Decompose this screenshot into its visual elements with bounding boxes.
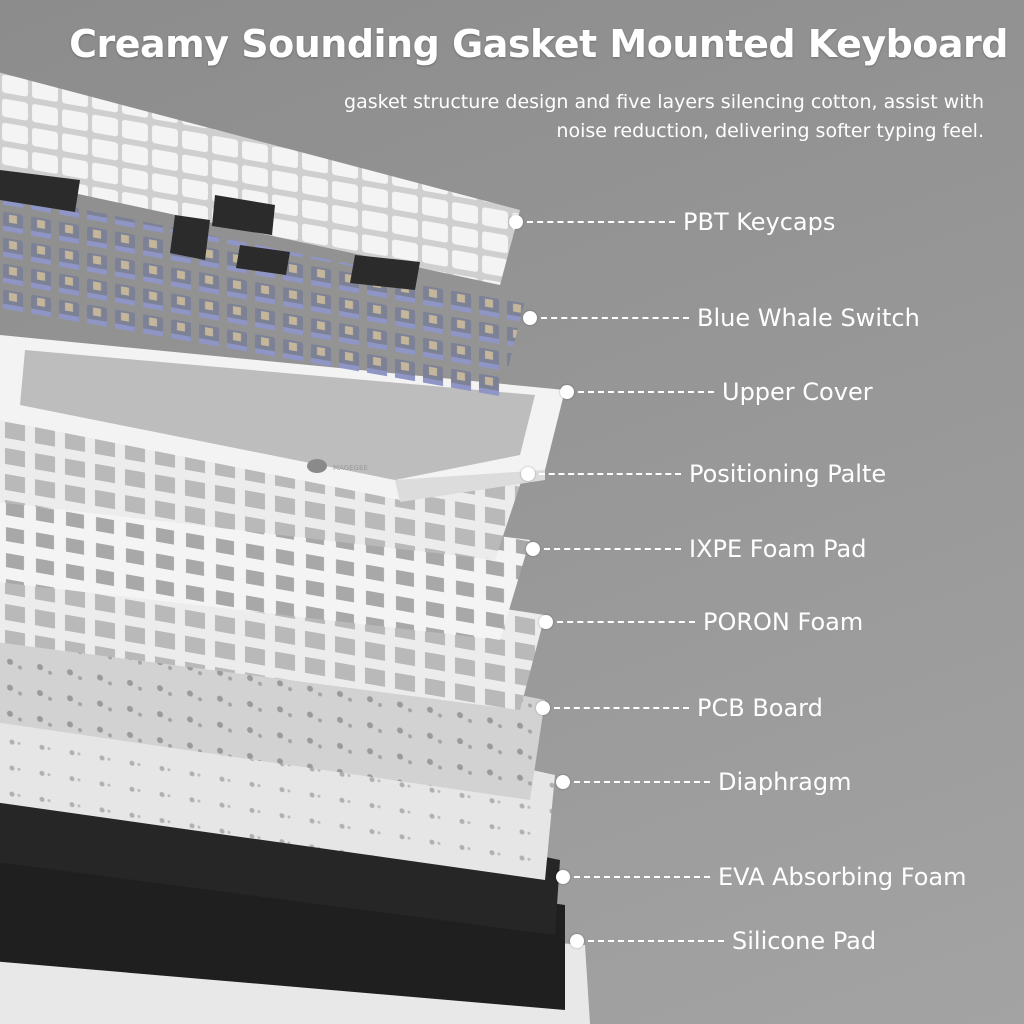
- callout-dash-line: [544, 548, 681, 550]
- callout-dot: [526, 542, 540, 556]
- callout-label: PBT Keycaps: [683, 208, 836, 236]
- keycap-layer: [0, 72, 520, 290]
- callout-dot: [523, 311, 537, 325]
- callout-dash-line: [557, 621, 695, 623]
- callout-dot: [509, 215, 523, 229]
- callout-poron-foam: PORON Foam: [539, 608, 863, 636]
- callout-dash-line: [541, 317, 689, 319]
- callout-dot: [556, 775, 570, 789]
- callout-upper-cover: Upper Cover: [560, 378, 873, 406]
- callout-label: EVA Absorbing Foam: [718, 863, 967, 891]
- callout-label: PCB Board: [697, 694, 823, 722]
- callout-pbt-keycaps: PBT Keycaps: [509, 208, 835, 236]
- callout-label: IXPE Foam Pad: [689, 535, 867, 563]
- magegee-logo: MAGEGEE: [307, 459, 368, 473]
- callout-dot: [521, 467, 535, 481]
- callout-dot: [539, 615, 553, 629]
- callout-dash-line: [578, 391, 714, 393]
- callout-dot: [556, 870, 570, 884]
- callout-silicone-pad: Silicone Pad: [570, 927, 876, 955]
- callout-label: Silicone Pad: [732, 927, 877, 955]
- callout-blue-whale-switch: Blue Whale Switch: [523, 304, 920, 332]
- callout-positioning-plate: Positioning Palte: [521, 460, 886, 488]
- callout-label: Diaphragm: [718, 768, 852, 796]
- callout-eva-absorbing-foam: EVA Absorbing Foam: [556, 863, 967, 891]
- callout-dash-line: [539, 473, 681, 475]
- callout-ixpe-foam-pad: IXPE Foam Pad: [526, 535, 866, 563]
- callout-dash-line: [554, 707, 689, 709]
- callout-label: PORON Foam: [703, 608, 864, 636]
- page-subtitle: gasket structure design and five layers …: [344, 91, 984, 142]
- callout-label: Blue Whale Switch: [697, 304, 920, 332]
- callout-label: Positioning Palte: [689, 460, 887, 488]
- page-title: Creamy Sounding Gasket Mounted Keyboard: [69, 22, 1008, 66]
- switch-layer: [0, 192, 525, 400]
- callout-pcb-board: PCB Board: [536, 694, 823, 722]
- svg-text:MAGEGEE: MAGEGEE: [333, 464, 368, 472]
- callout-dash-line: [527, 221, 675, 223]
- callout-diaphragm: Diaphragm: [556, 768, 852, 796]
- callout-dot: [570, 934, 584, 948]
- callout-label: Upper Cover: [722, 378, 873, 406]
- callout-dash-line: [574, 781, 710, 783]
- callout-dash-line: [574, 876, 710, 878]
- callout-dot: [560, 385, 574, 399]
- callout-dot: [536, 701, 550, 715]
- callout-dash-line: [588, 940, 724, 942]
